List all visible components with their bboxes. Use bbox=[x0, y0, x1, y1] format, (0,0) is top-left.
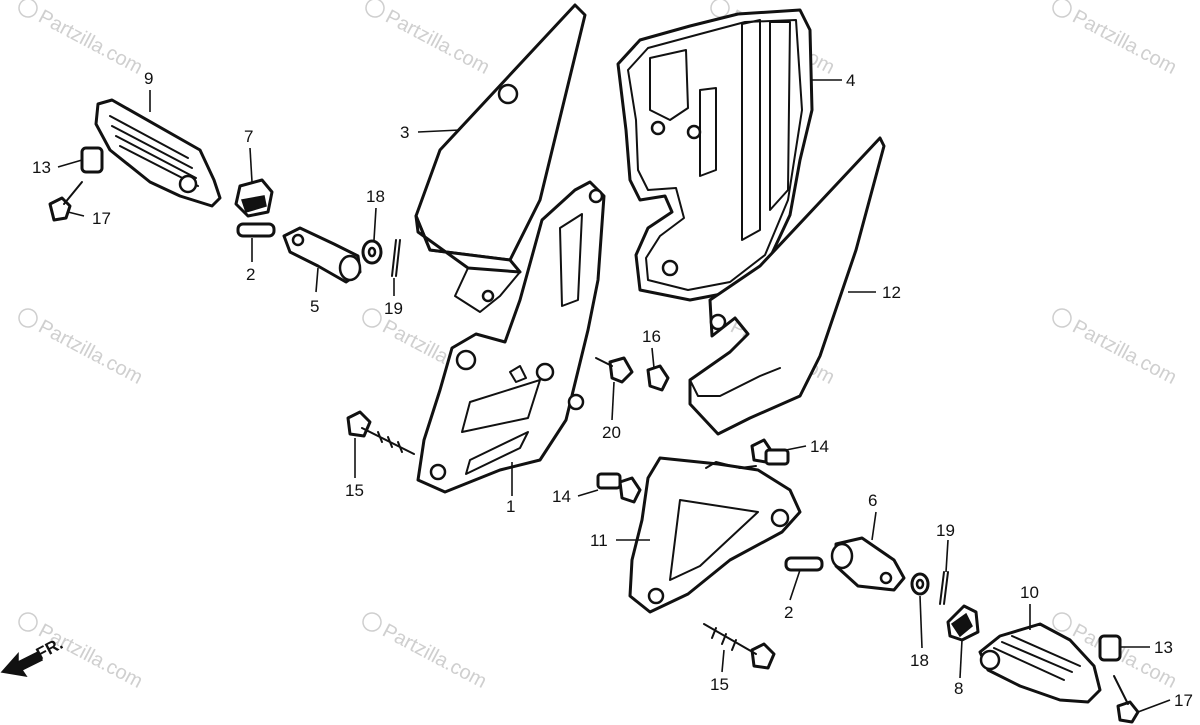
watermark-text: Partzilla.com bbox=[1069, 6, 1180, 79]
callout-5: 5 bbox=[310, 297, 319, 316]
callout-2: 2 bbox=[784, 603, 793, 622]
callout-11: 11 bbox=[590, 531, 608, 550]
copyright-icon bbox=[18, 0, 38, 18]
copyright-icon bbox=[1052, 0, 1072, 18]
callout-3: 3 bbox=[400, 123, 409, 142]
part-3-side-cover[interactable] bbox=[414, 3, 587, 313]
callout-14: 14 bbox=[810, 437, 829, 456]
part-9-footpeg-left[interactable] bbox=[94, 98, 222, 208]
callout-7: 7 bbox=[244, 127, 253, 146]
watermark-text: Partzilla.com bbox=[35, 316, 146, 389]
callout-15: 15 bbox=[710, 675, 729, 694]
watermark-text: Partzilla.com bbox=[382, 6, 493, 79]
callout-16: 16 bbox=[642, 327, 661, 346]
callout-18: 18 bbox=[910, 651, 929, 670]
part-14-bolt-lower[interactable] bbox=[596, 472, 642, 504]
part-18-washer-right[interactable] bbox=[910, 572, 930, 596]
watermark-text: Partzilla.com bbox=[379, 620, 490, 693]
callout-19: 19 bbox=[936, 521, 955, 540]
part-10-footpeg-right[interactable] bbox=[978, 622, 1102, 704]
callout-20: 20 bbox=[602, 423, 621, 442]
callout-18: 18 bbox=[366, 187, 385, 206]
watermark-layer: Partzilla.com Partzilla.com Partzilla.co… bbox=[18, 0, 1180, 693]
part-19-cotter-right[interactable] bbox=[939, 571, 949, 605]
callout-15: 15 bbox=[345, 481, 364, 500]
callout-17: 17 bbox=[92, 209, 111, 228]
part-16-bolt[interactable] bbox=[646, 364, 670, 392]
callout-14: 14 bbox=[552, 487, 571, 506]
part-20-bolt[interactable] bbox=[595, 356, 634, 384]
part-2-pin-left[interactable] bbox=[236, 222, 276, 238]
part-17-bolt-right[interactable] bbox=[1113, 675, 1140, 724]
part-8-spring[interactable] bbox=[946, 604, 980, 642]
callout-8: 8 bbox=[954, 679, 963, 698]
callout-9: 9 bbox=[144, 69, 153, 88]
copyright-icon bbox=[710, 0, 730, 18]
callout-10: 10 bbox=[1020, 583, 1039, 602]
copyright-icon bbox=[362, 612, 382, 632]
callout-12: 12 bbox=[882, 283, 901, 302]
part-5-pivot-boss[interactable] bbox=[282, 226, 362, 284]
callout-4: 4 bbox=[846, 71, 855, 90]
part-7-spring[interactable] bbox=[234, 178, 274, 218]
arrow-icon bbox=[0, 650, 44, 678]
copyright-icon bbox=[18, 612, 38, 632]
callout-labels: 9 7 13 17 2 5 18 19 3 4 12 16 20 15 1 14… bbox=[32, 69, 1193, 710]
watermark-text: Partzilla.com bbox=[35, 6, 146, 79]
copyright-icon bbox=[362, 308, 382, 328]
part-6-pivot-boss[interactable] bbox=[830, 536, 906, 592]
callout-19: 19 bbox=[384, 299, 403, 318]
callout-6: 6 bbox=[868, 491, 877, 510]
leader-lines bbox=[57, 79, 1171, 713]
copyright-icon bbox=[365, 0, 385, 18]
part-15-bolt-upper[interactable] bbox=[346, 410, 415, 455]
callout-17: 17 bbox=[1174, 691, 1193, 710]
copyright-icon bbox=[1052, 612, 1072, 632]
part-11-passenger-bracket[interactable] bbox=[628, 456, 802, 614]
watermark-text: Partzilla.com bbox=[1069, 316, 1180, 389]
part-1-main-bracket[interactable] bbox=[416, 180, 606, 494]
part-4-heat-guard[interactable] bbox=[616, 8, 814, 302]
part-14-bolt-upper[interactable] bbox=[750, 438, 790, 466]
part-2-pin-right[interactable] bbox=[784, 556, 824, 572]
part-13-cap-left[interactable] bbox=[80, 146, 104, 174]
callout-2: 2 bbox=[246, 265, 255, 284]
part-19-cotter-left[interactable] bbox=[391, 239, 401, 277]
callout-1: 1 bbox=[506, 497, 515, 516]
copyright-icon bbox=[18, 308, 38, 328]
front-direction-indicator: FR. bbox=[0, 634, 66, 678]
copyright-icon bbox=[1052, 308, 1072, 328]
callout-13: 13 bbox=[1154, 638, 1173, 657]
part-13-cap-right[interactable] bbox=[1098, 634, 1122, 662]
part-18-washer-left[interactable] bbox=[361, 239, 383, 265]
callout-13: 13 bbox=[32, 158, 51, 177]
part-15-bolt-lower[interactable] bbox=[703, 623, 776, 670]
part-12-side-cover-right[interactable] bbox=[688, 136, 886, 436]
